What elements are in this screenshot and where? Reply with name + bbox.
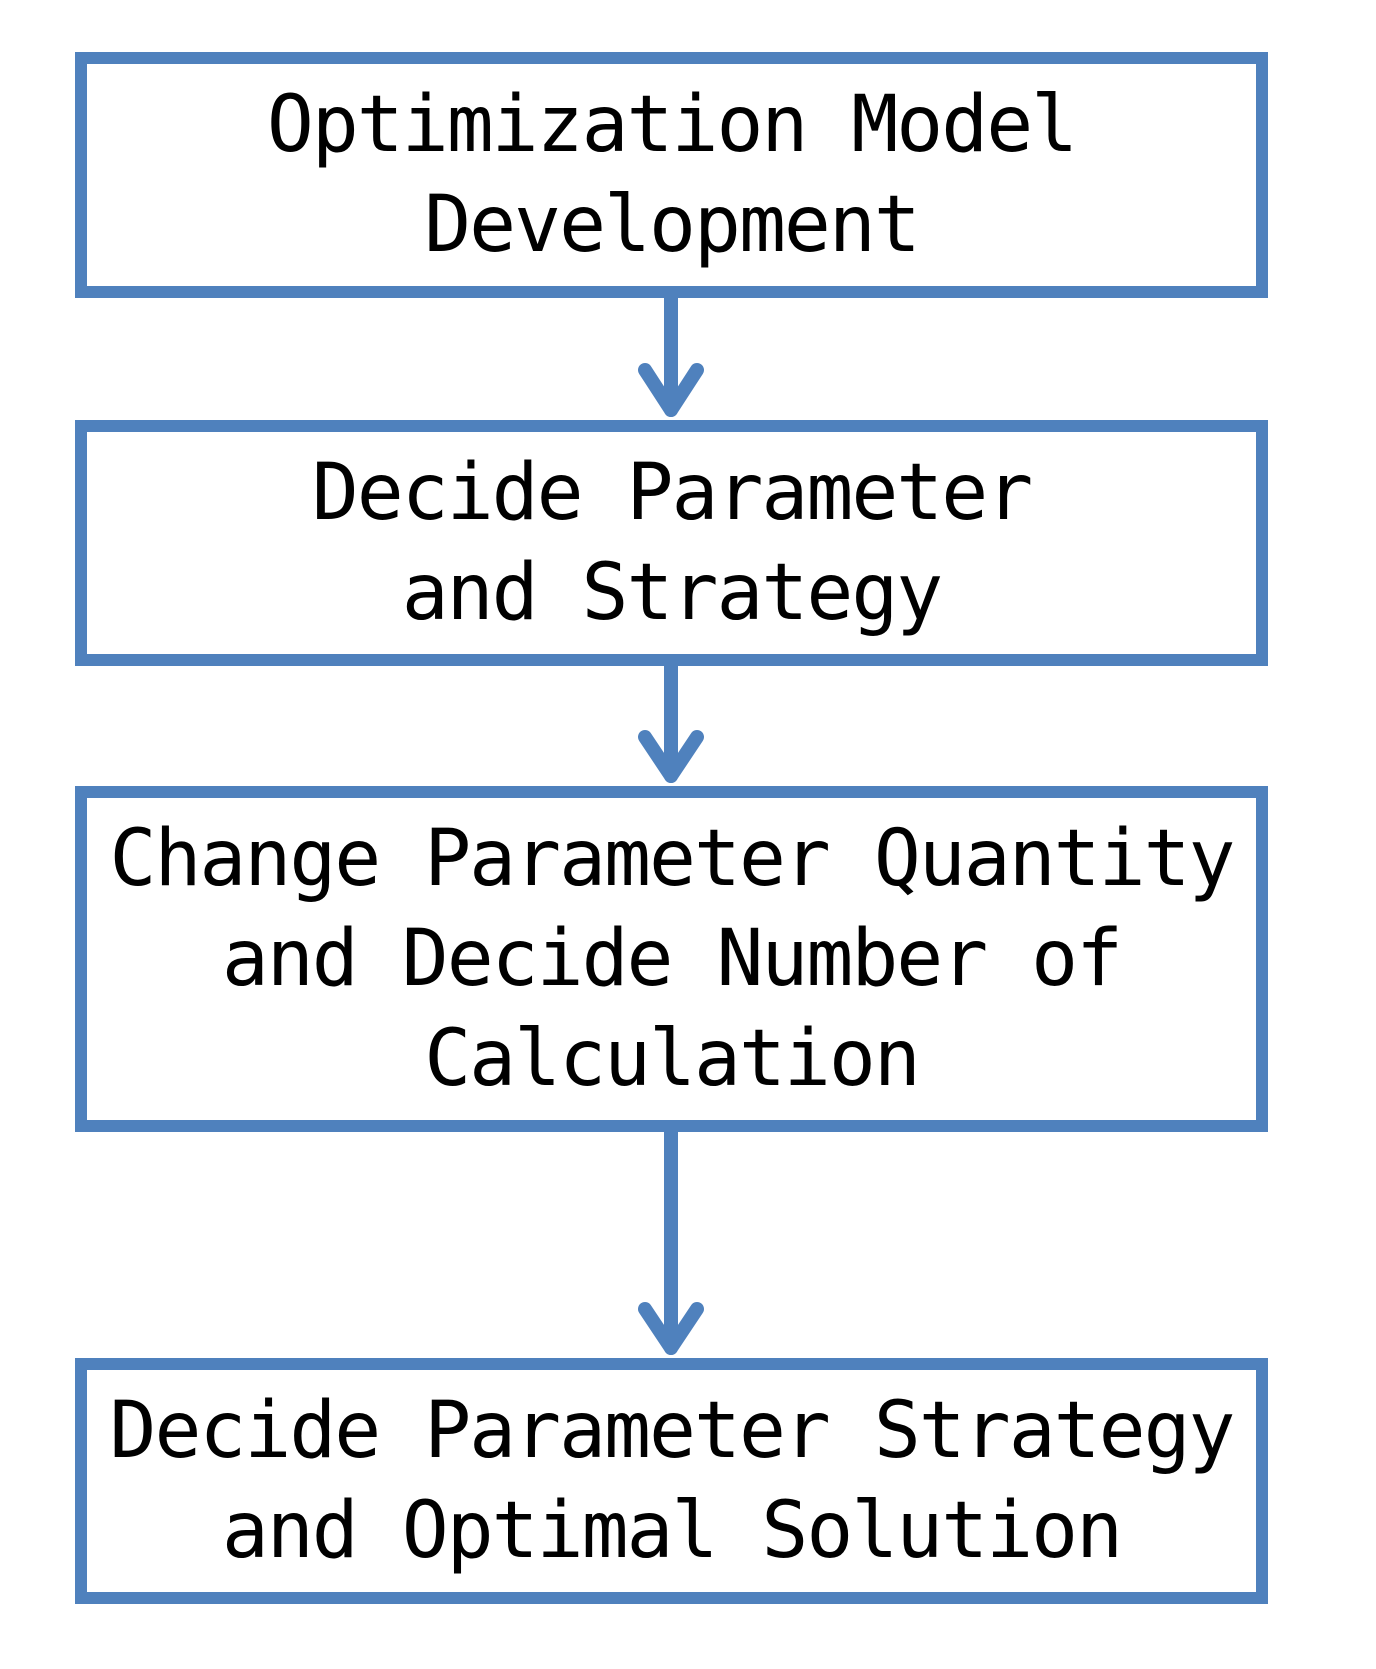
- step-4-label: Decide Parameter Strategy and Optimal So…: [109, 1386, 1236, 1576]
- step-3-box: Change Parameter Quantity and Decide Num…: [75, 786, 1268, 1132]
- step-2-label: Decide Parameter and Strategy: [311, 448, 1033, 638]
- step-2-box: Decide Parameter and Strategy: [75, 420, 1268, 666]
- arrow-step3-to-step4: [638, 1125, 704, 1355]
- arrow-step1-to-step2: [638, 291, 704, 417]
- step-3-label: Change Parameter Quantity and Decide Num…: [109, 814, 1236, 1104]
- arrow-step2-to-step3: [638, 659, 704, 783]
- step-1-label: Optimization Model Development: [266, 80, 1078, 270]
- step-1-box: Optimization Model Development: [75, 52, 1268, 298]
- step-4-box: Decide Parameter Strategy and Optimal So…: [75, 1358, 1268, 1604]
